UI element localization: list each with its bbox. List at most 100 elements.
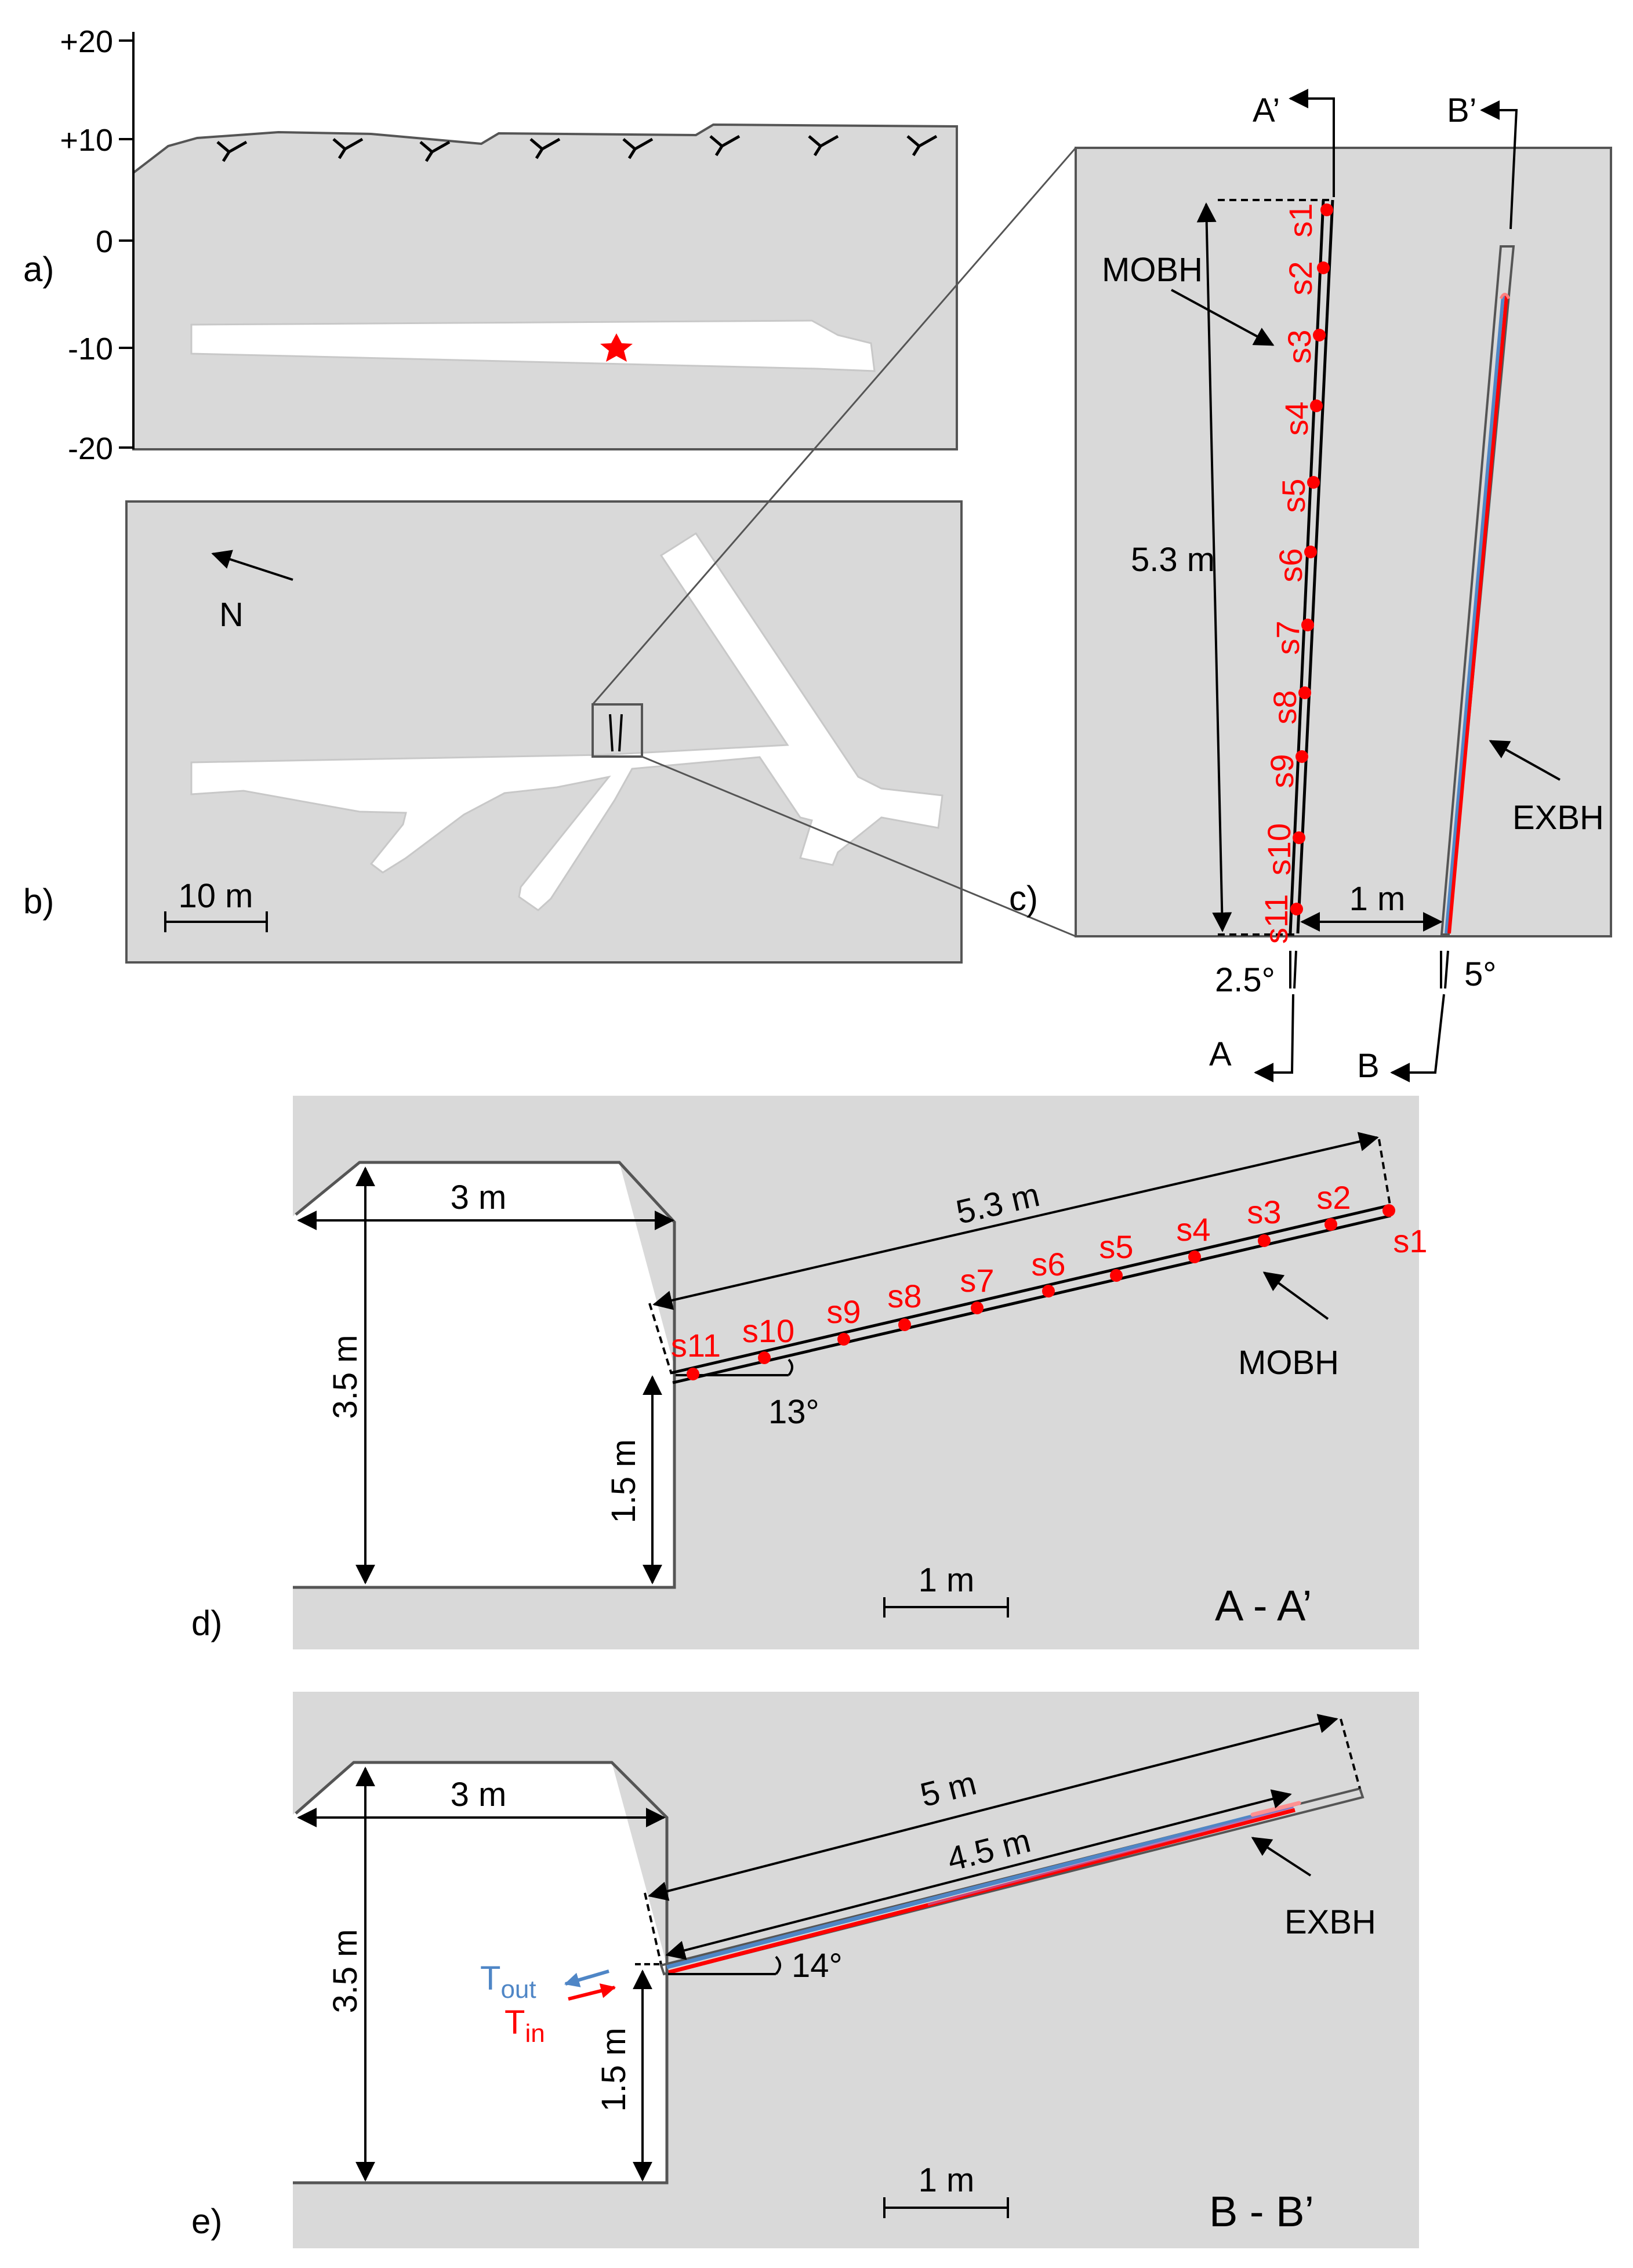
mobh-label: MOBH [1238, 1344, 1339, 1382]
borehole-mark [618, 714, 623, 752]
exbh-end-dash [644, 1892, 662, 1965]
sensor-marker [1307, 476, 1320, 489]
outflow-temp-label: Tout [480, 1960, 536, 2004]
elevation-tick-label: 0 [96, 224, 113, 259]
dip-angle-label: 14° [792, 1947, 843, 1984]
sensor-marker [1324, 1218, 1337, 1231]
section-line-b-bottom [1390, 994, 1445, 1082]
exbh-angle-label: 5° [1464, 955, 1496, 993]
tunnel-width-label: 3 m [451, 1776, 507, 1813]
panel-e-label: e) [191, 2202, 222, 2241]
tunnel-section-b [293, 1762, 667, 2183]
angle-mark [1444, 950, 1449, 989]
sensor-label: s1 [1282, 203, 1319, 237]
section-line-a-bottom [1254, 994, 1294, 1082]
sensor-marker [1290, 903, 1303, 915]
scale-label: 1 m [919, 1561, 975, 1599]
section-title: A - A’ [1215, 1582, 1312, 1630]
mobh-end-dash [1378, 1139, 1392, 1209]
exbh-pointer [1251, 1837, 1312, 1877]
tunnel-height-label: 3.5 m [326, 1335, 364, 1419]
sensor-label: s4 [1176, 1211, 1210, 1248]
sensor-label: s4 [1278, 401, 1315, 435]
north-arrow [211, 550, 293, 581]
sensor-marker [1042, 1285, 1055, 1297]
rock-mass-detail [1075, 147, 1612, 937]
exbh-end-dash [1340, 1718, 1361, 1789]
tunnel-section-a [293, 1162, 674, 1587]
mobh-end-dash [648, 1303, 673, 1375]
star-icon [600, 333, 633, 362]
exbh-pipe-inflow [1447, 295, 1508, 934]
sensor-marker [971, 1302, 984, 1314]
sensor-label: s9 [1264, 754, 1300, 788]
inflow-arrow [568, 1983, 616, 2001]
dip-angle-label: 13° [768, 1393, 819, 1431]
sensor-label: s3 [1247, 1194, 1281, 1230]
dip-angle-arc [788, 1358, 793, 1376]
sensor-label: s6 [1272, 548, 1309, 582]
elevation-tick-label: +10 [60, 123, 113, 158]
sensor-label: s3 [1281, 329, 1318, 364]
exbh-borehole [1440, 245, 1515, 936]
sensor-marker [1188, 1251, 1201, 1263]
scale-label: 10 m [179, 877, 253, 915]
panel-e-section: 3 m 3.5 m 1.5 m 5 m 4.5 m 14° EXBH Tout … [191, 1692, 1419, 2248]
sensor-marker [898, 1318, 911, 1331]
elevation-axis-ticks [119, 39, 133, 449]
mobh-label: MOBH [1102, 251, 1203, 289]
sensor-marker [1295, 750, 1308, 763]
sensor-label: s5 [1099, 1228, 1133, 1265]
sensor-marker [1304, 546, 1317, 558]
sensor-label: s7 [960, 1262, 994, 1299]
sensor-label: s8 [1267, 690, 1303, 724]
angle-mark [1293, 950, 1297, 989]
section-a-bottom-label: A [1209, 1035, 1232, 1073]
exbh-inner-length-dimension [665, 1789, 1292, 1960]
mobh-borehole [1296, 199, 1334, 934]
sensor-marker [1310, 399, 1323, 412]
sensor-marker [758, 1351, 771, 1364]
tunnel-width-label: 3 m [451, 1179, 507, 1216]
exbh-label: EXBH [1512, 799, 1604, 837]
borehole-mark [609, 714, 614, 752]
zoom-connector [641, 755, 1076, 937]
inflow-temp-label: Tin [505, 2004, 545, 2048]
rock-mass-profile [132, 123, 958, 450]
section-b-bottom-label: B [1357, 1047, 1380, 1085]
mobh-angle-label: 2.5° [1215, 961, 1275, 999]
scale-bar [164, 911, 268, 932]
scale-bar [883, 2197, 1009, 2218]
sensor-label: s9 [826, 1293, 861, 1330]
sensor-marker [1317, 261, 1330, 274]
sensor-label: s11 [1258, 894, 1294, 944]
section-a-top-label: A’ [1253, 92, 1280, 129]
section-line-a-top [1289, 89, 1335, 197]
mobh-length-dimension [1196, 202, 1232, 932]
sensor-label: s7 [1269, 620, 1306, 655]
sensor-label: s2 [1316, 1179, 1351, 1216]
sensor-label: s5 [1275, 478, 1312, 513]
tunnel-network-plan [190, 532, 943, 911]
panel-a-profile: +20 +10 0 -10 -20 a) [23, 24, 958, 466]
tunnel-outline-b [293, 1761, 669, 2185]
sensor-marker [1301, 619, 1314, 631]
tunnel-outline-a [293, 1161, 676, 1589]
exbh-pipe-outflow [1445, 295, 1505, 934]
zoom-connector [591, 147, 1077, 705]
sensor-marker [1258, 1234, 1271, 1247]
mobh-borehole [1289, 199, 1325, 934]
ground-surface-marks [216, 135, 938, 162]
section-line-b-top [1480, 100, 1518, 230]
collar-height-label: 1.5 m [605, 1439, 643, 1523]
sensor-label: s1 [1393, 1223, 1427, 1259]
tunnel-profile [190, 319, 876, 372]
mobh-pointer [1171, 289, 1275, 346]
north-label: N [219, 596, 244, 634]
sensor-label: s2 [1282, 261, 1319, 295]
exbh-label: EXBH [1284, 1903, 1376, 1941]
panel-d-section: 3 m 3.5 m 1.5 m 5.3 m 13° MOBH s1s2s3s4s… [191, 1096, 1428, 1649]
